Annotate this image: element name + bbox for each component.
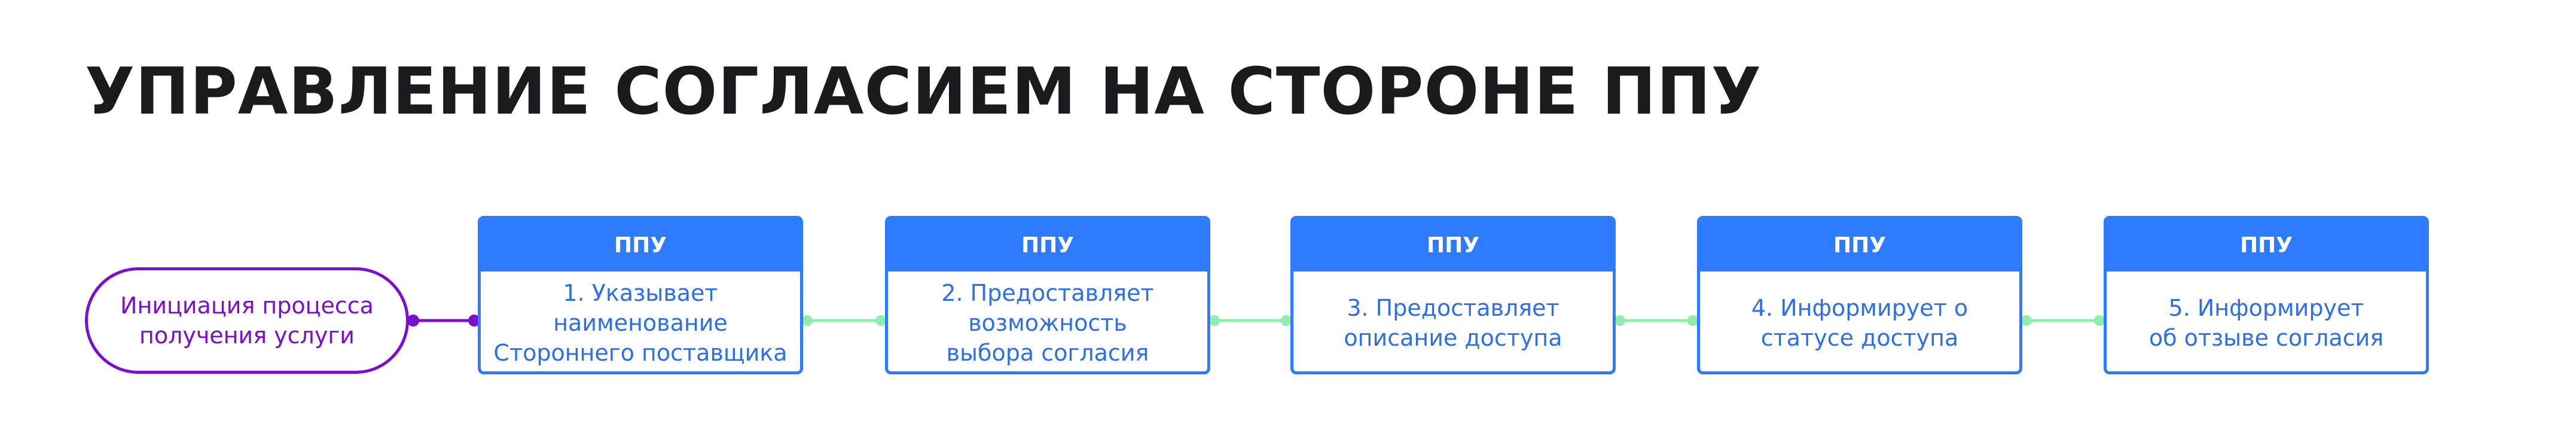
step-1: ППУ 1. Указывает наименование Стороннего… <box>478 216 803 374</box>
step-3-text: 3. Предоставляет описание доступа <box>1344 295 1562 351</box>
step-4-text: 4. Информирует о статусе доступа <box>1751 295 1968 351</box>
start-node-label: Инициация процесса получения услуги <box>120 292 374 349</box>
step-1-text: 1. Указывает наименование Стороннего пос… <box>493 280 788 366</box>
step-connector-4-5 <box>2021 315 2105 326</box>
step-3: ППУ 3. Предоставляет описание доступа <box>1290 216 1616 374</box>
step-2-text: 2. Предоставляет возможность выбора согл… <box>941 280 1154 366</box>
step-5-actor: ППУ <box>2107 219 2426 272</box>
step-connector-1-2 <box>802 315 886 326</box>
page-title: УПРАВЛЕНИЕ СОГЛАСИЕМ НА СТОРОНЕ ППУ <box>85 54 1762 129</box>
step-5-text: 5. Информирует об отзыве согласия <box>2148 295 2384 351</box>
step-4: ППУ 4. Информирует о статусе доступа <box>1697 216 2022 374</box>
step-2-actor: ППУ <box>888 219 1207 272</box>
step-3-actor: ППУ <box>1293 219 1613 272</box>
step-5: ППУ 5. Информирует об отзыве согласия <box>2104 216 2429 374</box>
step-1-actor: ППУ <box>481 219 800 272</box>
step-connector-2-3 <box>1209 315 1292 326</box>
step-2: ППУ 2. Предоставляет возможность выбора … <box>885 216 1210 374</box>
step-connector-3-4 <box>1614 315 1698 326</box>
start-node: Инициация процесса получения услуги <box>85 267 409 374</box>
step-4-actor: ППУ <box>1700 219 2019 272</box>
start-connector <box>407 315 480 327</box>
